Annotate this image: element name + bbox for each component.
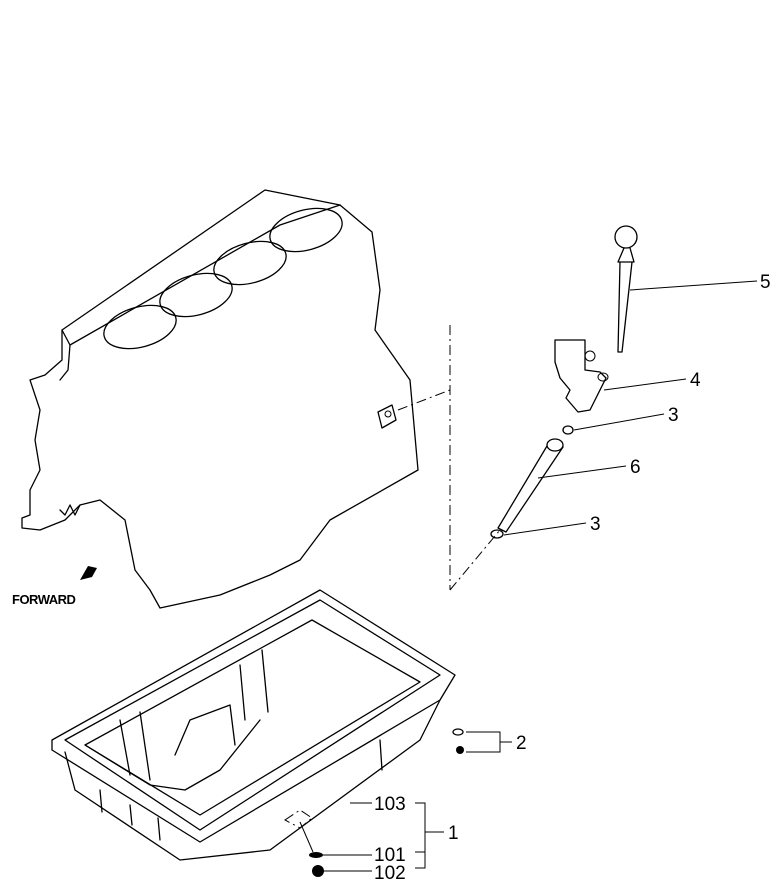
callout-5: 5 — [760, 272, 771, 293]
dipstick-guide — [554, 339, 609, 413]
drain-plug — [312, 865, 324, 877]
dipstick-tube — [497, 438, 564, 533]
dipstick — [614, 225, 638, 353]
centerline — [449, 529, 501, 591]
callout-3: 3 — [668, 405, 679, 426]
centerline — [397, 389, 451, 411]
callout-4: 4 — [690, 370, 701, 391]
bolt-and-washer — [452, 728, 464, 754]
callout-1: 1 — [448, 823, 459, 844]
drain-washer — [309, 852, 323, 858]
callout-3: 3 — [590, 514, 601, 535]
callout-2: 2 — [516, 733, 527, 754]
callout-6: 6 — [630, 457, 641, 478]
oil-pan — [51, 589, 456, 861]
callout-102: 102 — [374, 863, 406, 884]
o-ring-lower — [490, 529, 504, 539]
forward-label: FORWARD — [12, 592, 76, 607]
leader-lines — [299, 280, 758, 872]
forward-arrow-icon — [80, 566, 97, 580]
callout-103: 103 — [374, 794, 406, 815]
engine-block — [21, 189, 419, 609]
callout-101: 101 — [374, 845, 406, 866]
o-ring-upper — [562, 425, 574, 435]
